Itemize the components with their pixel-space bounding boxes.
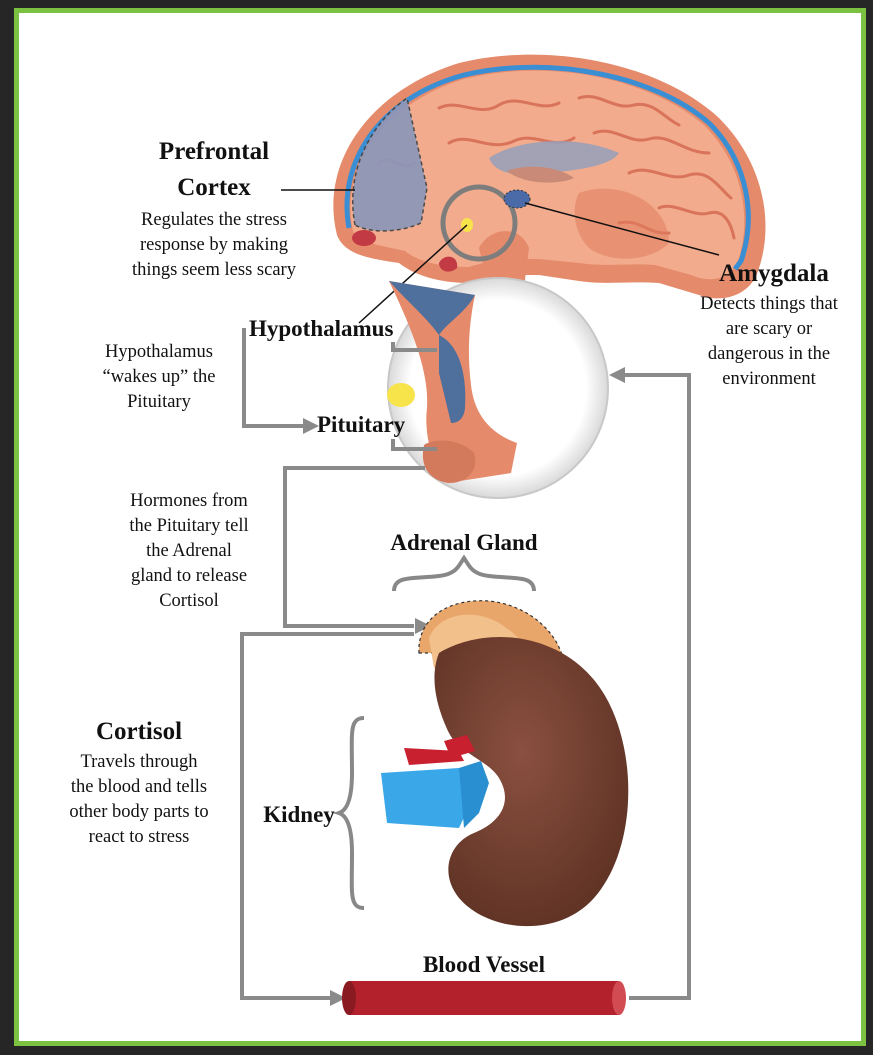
amygdala-desc-line4: environment xyxy=(679,368,859,390)
prefrontal-desc-line3: things seem less scary xyxy=(99,259,329,281)
hypothalamus-note-line1: Hypothalamus xyxy=(79,341,239,363)
hormones-note-line2: the Pituitary tell xyxy=(99,515,279,537)
amygdala-title: Amygdala xyxy=(699,259,849,289)
hypothalamus-label: Hypothalamus xyxy=(249,315,449,343)
hormones-note-line4: gland to release xyxy=(99,565,279,587)
kidney-illustration xyxy=(381,601,628,926)
hypothalamus-note-line3: Pituitary xyxy=(79,391,239,413)
hormones-note-line5: Cortisol xyxy=(99,590,279,612)
prefrontal-title-line2: Cortex xyxy=(149,173,279,203)
amygdala-desc-line3: dangerous in the xyxy=(679,343,859,365)
prefrontal-desc-line2: response by making xyxy=(99,234,329,256)
prefrontal-desc-line1: Regulates the stress xyxy=(99,209,329,231)
hypothalamus-note-line2: “wakes up” the xyxy=(79,366,239,388)
pituitary-zoom-lens xyxy=(387,278,608,498)
amygdala-desc-line1: Detects things that xyxy=(679,293,859,315)
prefrontal-title-line1: Prefrontal xyxy=(149,137,279,167)
cortisol-desc-line1: Travels through xyxy=(39,751,239,773)
pituitary-label: Pituitary xyxy=(317,411,457,439)
diagram-panel: Prefrontal Cortex Regulates the stress r… xyxy=(14,8,866,1046)
blood-vessel xyxy=(342,981,626,1015)
cortisol-desc-line4: react to stress xyxy=(39,826,239,848)
blood-vessel-label: Blood Vessel xyxy=(384,951,584,979)
cortisol-desc-line3: other body parts to xyxy=(39,801,239,823)
hormones-note-line1: Hormones from xyxy=(99,490,279,512)
amygdala-desc-line2: are scary or xyxy=(679,318,859,340)
kidney-label: Kidney xyxy=(249,801,349,829)
hormones-note-line3: the Adrenal xyxy=(99,540,279,562)
cortisol-title: Cortisol xyxy=(59,717,219,747)
adrenal-brace xyxy=(394,558,534,591)
cortisol-desc-line2: the blood and tells xyxy=(39,776,239,798)
adrenal-gland-label: Adrenal Gland xyxy=(364,529,564,557)
